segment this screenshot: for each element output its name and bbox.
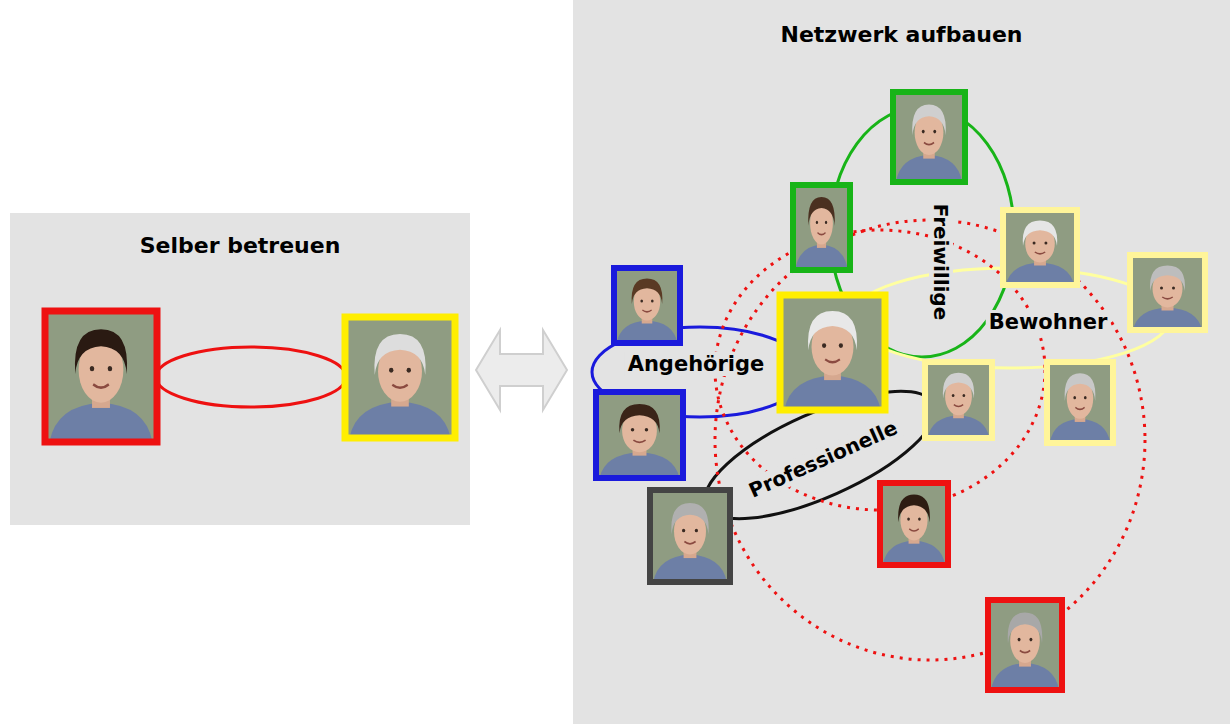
care-loop	[156, 347, 346, 407]
photo	[793, 185, 850, 270]
group-label-holder: Freiwillige	[929, 201, 953, 323]
group-label: Angehörige	[625, 352, 768, 376]
photo	[1130, 255, 1205, 330]
photo	[1003, 210, 1077, 285]
photo	[1047, 362, 1113, 443]
photo	[614, 268, 680, 343]
panel-title: Selber betreuen	[10, 233, 470, 258]
photo	[780, 295, 885, 410]
photo	[893, 92, 965, 182]
photo	[345, 317, 455, 438]
photo	[45, 311, 157, 442]
photo	[650, 490, 730, 582]
group-label: Bewohner	[986, 310, 1111, 334]
photo	[988, 600, 1062, 690]
panel-title: Netzwerk aufbauen	[573, 22, 1230, 47]
photo	[596, 392, 683, 478]
group-label-holder: Bewohner	[986, 310, 1111, 334]
group-label-holder: Angehörige	[625, 352, 768, 376]
photo	[880, 483, 948, 565]
photo	[925, 362, 992, 438]
group-label: Freiwillige	[929, 201, 953, 323]
double-arrow	[476, 330, 567, 410]
